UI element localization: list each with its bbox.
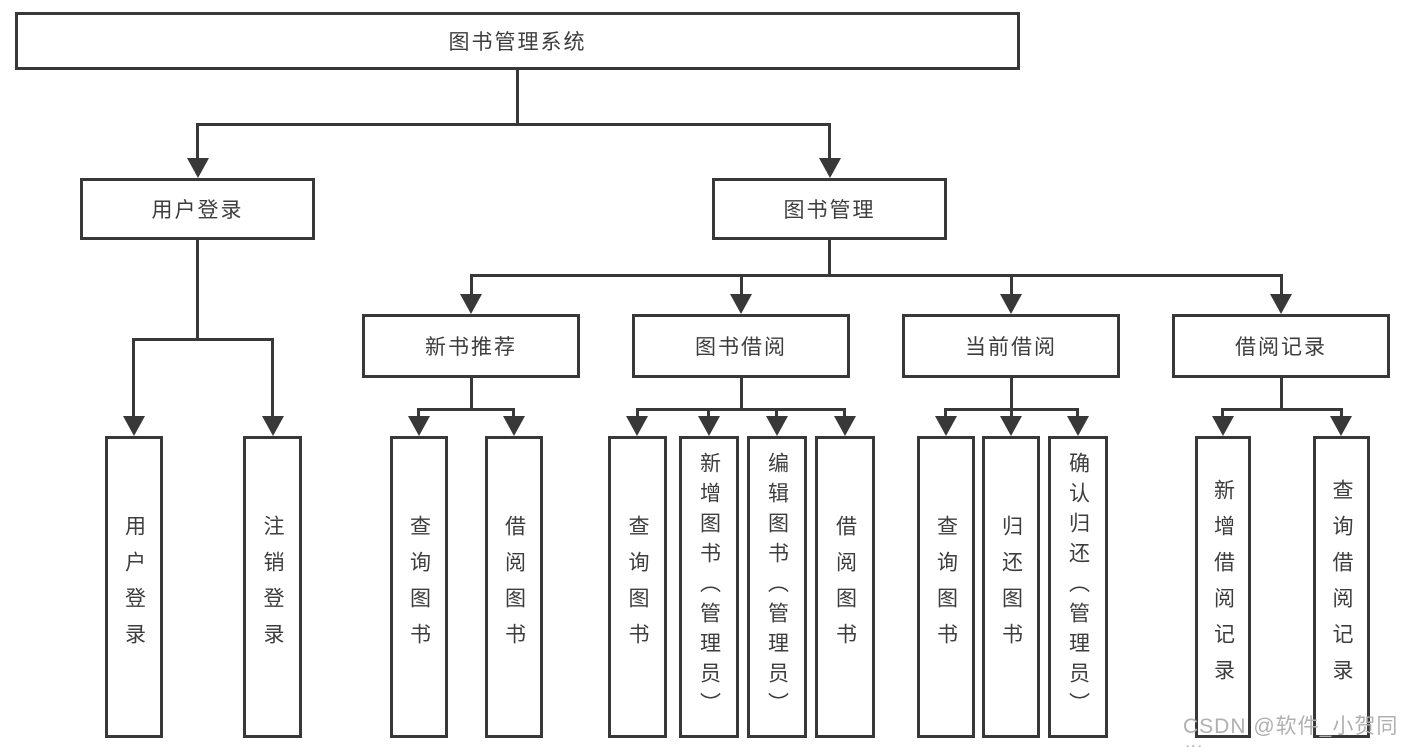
connector-drop-login	[132, 338, 135, 418]
leaf-edit-book-admin-label: 编辑图书（管理员）	[765, 452, 789, 722]
leaf-user-login: 用户登录	[105, 436, 163, 738]
connector-level3-rail	[470, 274, 1283, 277]
leaf-add-book-admin: 新增图书（管理员）	[679, 436, 739, 738]
connector-level2-rail	[196, 123, 831, 126]
connector-g5-rail	[1221, 408, 1343, 411]
connector-g5-d2	[1340, 408, 1343, 422]
connector-g2-stem	[470, 378, 473, 411]
leaf-query-borrow-record: 查询借阅记录	[1313, 436, 1370, 738]
node-root: 图书管理系统	[15, 12, 1020, 70]
arrowhead-login	[123, 416, 145, 436]
connector-user-login-stem	[196, 240, 199, 340]
leaf-add-borrow-record: 新增借阅记录	[1195, 436, 1251, 738]
leaf-return-books-label: 归还图书	[999, 515, 1023, 659]
node-current-borrow: 当前借阅	[902, 314, 1120, 378]
arrowhead-g5-l2	[1330, 416, 1352, 436]
connector-g2-d1	[417, 408, 420, 422]
node-user-login-label: 用户登录	[151, 199, 244, 222]
connector-drop-new-book	[470, 274, 473, 296]
connector-g4-d1	[944, 408, 947, 422]
leaf-logout: 注销登录	[243, 436, 302, 738]
leaf-borrow-books-1-label: 借阅图书	[502, 515, 526, 659]
connector-g3-d2	[707, 408, 710, 422]
arrowhead-g2-l1	[408, 416, 430, 436]
node-book-borrow: 图书借阅	[632, 314, 850, 378]
arrowhead-g5-l1	[1212, 416, 1234, 436]
leaf-borrow-books-1: 借阅图书	[485, 436, 543, 738]
node-root-label: 图书管理系统	[448, 31, 587, 54]
connector-g2-d2	[512, 408, 515, 422]
leaf-query-borrow-record-label: 查询借阅记录	[1330, 479, 1353, 695]
node-borrow-records: 借阅记录	[1172, 314, 1390, 378]
arrowhead-logout	[262, 416, 284, 436]
leaf-borrow-books-2: 借阅图书	[815, 436, 875, 738]
connector-book-mgmt-drop	[828, 123, 831, 163]
connector-g3-d3	[775, 408, 778, 422]
leaf-query-books-2-label: 查询图书	[626, 515, 649, 659]
leaf-confirm-return-admin-label: 确认归还（管理员）	[1066, 452, 1090, 722]
leaf-return-books: 归还图书	[982, 436, 1040, 738]
leaf-query-books-3-label: 查询图书	[934, 515, 958, 659]
arrowhead-g4-l1	[935, 416, 957, 436]
node-new-book-rec-label: 新书推荐	[425, 336, 517, 359]
node-borrow-records-label: 借阅记录	[1235, 336, 1327, 359]
leaf-query-books-2: 查询图书	[608, 436, 667, 738]
connector-user-login-drop	[196, 123, 199, 163]
connector-user-login-rail	[132, 338, 274, 341]
leaf-edit-book-admin: 编辑图书（管理员）	[747, 436, 807, 738]
arrowhead-g3-l2	[698, 416, 720, 436]
connector-drop-current	[1010, 274, 1013, 296]
leaf-add-borrow-record-label: 新增借阅记录	[1211, 479, 1235, 695]
connector-g5-stem	[1280, 378, 1283, 411]
connector-g4-rail	[944, 408, 1079, 411]
connector-book-mgmt-stem	[828, 240, 831, 276]
arrowhead-new-book	[460, 294, 482, 314]
node-user-login: 用户登录	[80, 178, 315, 240]
arrowhead-user-login	[187, 158, 209, 178]
leaf-confirm-return-admin: 确认归还（管理员）	[1048, 436, 1108, 738]
leaf-logout-label: 注销登录	[261, 515, 284, 659]
leaf-query-books-1-label: 查询图书	[407, 515, 431, 659]
connector-g3-d1	[636, 408, 639, 422]
arrowhead-borrow	[730, 294, 752, 314]
connector-drop-borrow	[740, 274, 743, 296]
leaf-add-book-admin-label: 新增图书（管理员）	[697, 452, 721, 722]
arrowhead-g3-l3	[766, 416, 788, 436]
connector-g5-d1	[1221, 408, 1224, 422]
connector-root-stem	[516, 70, 519, 126]
connector-g2-rail	[417, 408, 515, 411]
arrowhead-records	[1270, 294, 1292, 314]
arrowhead-g3-l1	[626, 416, 648, 436]
node-book-mgmt: 图书管理	[712, 178, 947, 240]
arrowhead-g3-l4	[834, 416, 856, 436]
leaf-user-login-label: 用户登录	[122, 515, 146, 659]
node-current-borrow-label: 当前借阅	[965, 336, 1057, 359]
node-new-book-rec: 新书推荐	[362, 314, 580, 378]
leaf-query-books-1: 查询图书	[390, 436, 448, 738]
connector-g3-d4	[843, 408, 846, 422]
connector-g4-stem	[1010, 378, 1013, 422]
connector-drop-logout	[271, 338, 274, 418]
arrowhead-g2-l2	[503, 416, 525, 436]
connector-g3-stem	[740, 378, 743, 411]
arrowhead-g4-l2	[1000, 416, 1022, 436]
leaf-query-books-3: 查询图书	[917, 436, 975, 738]
node-book-borrow-label: 图书借阅	[695, 336, 787, 359]
connector-g4-d3	[1076, 408, 1079, 422]
node-book-mgmt-label: 图书管理	[783, 199, 876, 222]
csdn-watermark: CSDN @软件_小贺同学	[1183, 715, 1399, 747]
arrowhead-g4-l3	[1067, 416, 1089, 436]
connector-g3-rail	[636, 408, 846, 411]
connector-drop-records	[1280, 274, 1283, 296]
arrowhead-book-mgmt	[819, 158, 841, 178]
arrowhead-current	[1000, 294, 1022, 314]
leaf-borrow-books-2-label: 借阅图书	[833, 515, 857, 659]
